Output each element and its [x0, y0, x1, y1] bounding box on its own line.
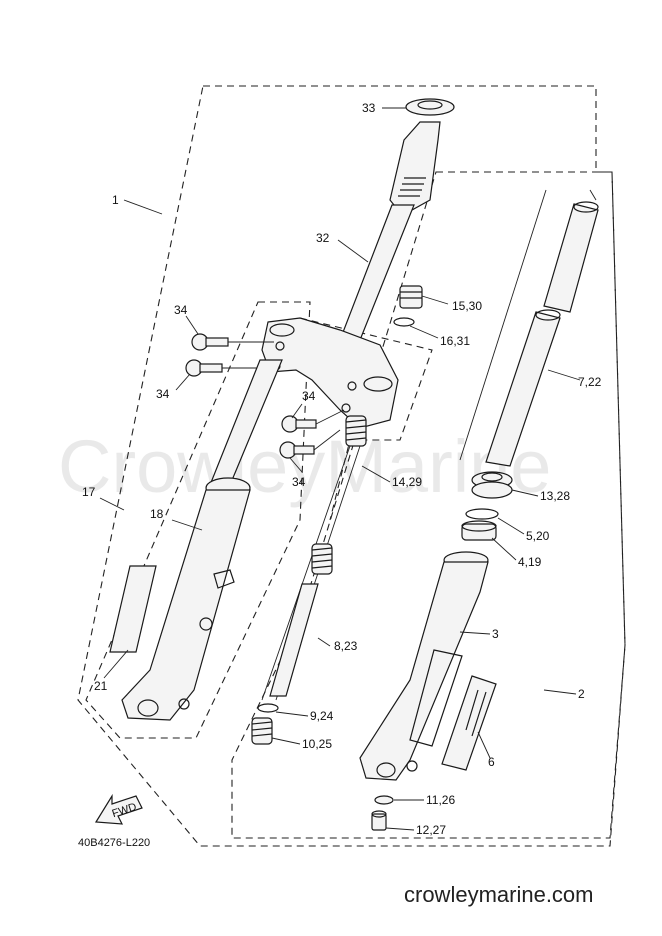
bracket-boundary — [299, 317, 433, 521]
label-34-a: 34 — [174, 303, 188, 317]
label-18: 18 — [150, 507, 164, 521]
part-7-inner-tubes — [485, 201, 599, 467]
label-7-22: 7,22 — [578, 375, 602, 389]
label-21: 21 — [94, 679, 108, 693]
under-bracket — [261, 317, 399, 429]
label-13-28: 13,28 — [540, 489, 570, 503]
label-33: 33 — [362, 101, 376, 115]
watermark-text: CrowleyMarine — [58, 425, 551, 508]
label-15-30: 15,30 — [452, 299, 482, 313]
label-17: 17 — [82, 485, 96, 499]
part-3-right-outer-tube — [359, 551, 489, 781]
label-34-c: 34 — [302, 389, 316, 403]
leader-lines — [99, 107, 581, 831]
part-6-right-reflector — [441, 675, 497, 771]
label-34-d: 34 — [292, 475, 306, 489]
part-32-steering-stem — [339, 121, 441, 341]
label-9-24: 9,24 — [310, 709, 334, 723]
part-14-spring — [345, 415, 367, 447]
part-18-left-fork — [121, 359, 283, 721]
part-16-o-ring — [393, 317, 415, 327]
label-1: 1 — [112, 193, 119, 207]
label-4-19: 4,19 — [518, 555, 542, 569]
label-32: 32 — [316, 231, 330, 245]
label-11-26: 11,26 — [426, 793, 455, 807]
drawing-code: 40B4276-L220 — [78, 837, 150, 849]
assembly-17-boundary — [85, 301, 311, 739]
part-15-cap-bolt — [399, 285, 423, 309]
label-14-29: 14,29 — [392, 475, 422, 489]
label-3: 3 — [492, 627, 499, 641]
rod-spring — [311, 543, 333, 575]
part-8-damper-rod — [269, 583, 319, 697]
fwd-arrow-icon: FWD — [94, 793, 143, 825]
part-10-lower-spring — [251, 717, 273, 745]
label-2: 2 — [578, 687, 585, 701]
label-34-b: 34 — [156, 387, 170, 401]
website-text: crowleymarine.com — [404, 882, 594, 907]
part-9-ring — [257, 703, 279, 713]
label-16-31: 16,31 — [440, 334, 470, 348]
label-8-23: 8,23 — [334, 639, 358, 653]
part-34-bolt-3 — [281, 415, 317, 433]
assembly-1-boundary — [77, 85, 626, 847]
part-34-bolt-2 — [185, 359, 223, 377]
label-5-20: 5,20 — [526, 529, 550, 543]
label-6: 6 — [488, 755, 495, 769]
part-13-oil-seal — [471, 471, 513, 499]
part-11-washer — [374, 795, 394, 805]
label-10-25: 10,25 — [302, 737, 332, 751]
part-5-clip — [465, 508, 499, 520]
part-33-dust-cap — [405, 98, 455, 116]
part-21-left-reflector — [109, 565, 157, 653]
part-34-bolt-1 — [191, 333, 229, 351]
part-12-bolt — [371, 810, 387, 831]
label-12-27: 12,27 — [416, 823, 446, 837]
part-4-bushing — [461, 520, 497, 541]
